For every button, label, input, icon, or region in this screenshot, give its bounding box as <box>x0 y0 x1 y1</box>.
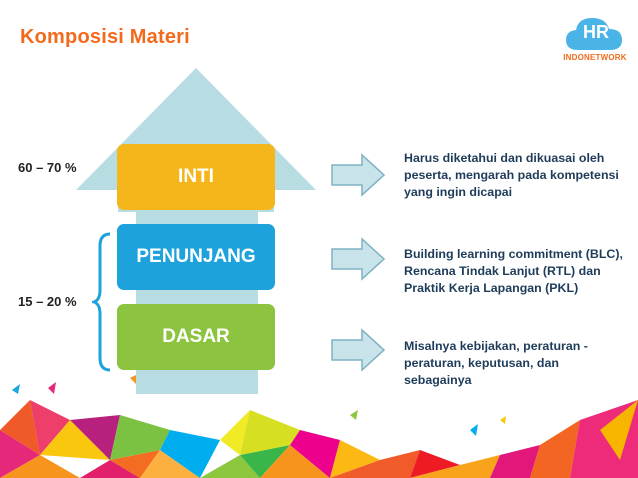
level-dasar: DASAR <box>117 304 275 370</box>
percentage-bottom: 15 – 20 % <box>18 294 77 309</box>
curly-brace <box>92 232 111 372</box>
arrow-right-icon <box>331 153 386 197</box>
description-penunjang: Building learning commitment (BLC), Renc… <box>404 247 623 295</box>
description-dasar: Misalnya kebijakan, peraturan - peratura… <box>404 339 588 387</box>
page-title: Komposisi Materi <box>20 26 190 48</box>
decorative-triangles <box>0 374 638 478</box>
description-inti: Harus diketahui dan dikuasai oleh pesert… <box>404 151 619 199</box>
level-penunjang: PENUNJANG <box>117 224 275 290</box>
arrow-right-icon <box>331 237 386 281</box>
hr-indonetwork-logo: HR INDONETWORK <box>560 12 630 67</box>
logo-mark: HR <box>583 22 609 42</box>
logo-name: INDONETWORK <box>563 53 627 62</box>
arrow-right-icon <box>331 328 386 372</box>
percentage-top: 60 – 70 % <box>18 160 77 175</box>
cloud-icon <box>566 18 622 50</box>
level-inti: INTI <box>117 144 275 210</box>
